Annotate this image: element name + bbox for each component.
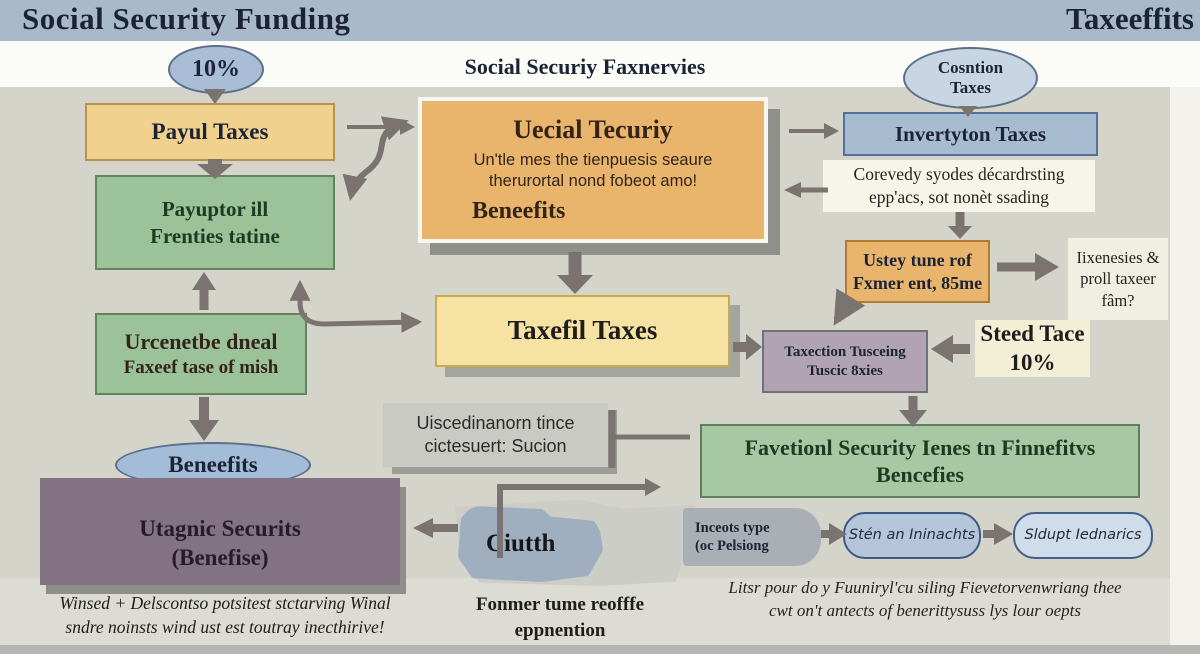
caption-right-line2: cwt on't antects of benerittysuss lys lo… (769, 600, 1081, 620)
sldupt-label: Sldupt Iednarics (1024, 527, 1142, 544)
urcenetbe-line2: Faxeef tase of mish (123, 356, 279, 378)
utagnic-line2: (Benefise) (171, 544, 269, 570)
header-band (0, 0, 1200, 41)
note-uiscedinanorn: Uiscedinanorn tince cictesuert: Sucion (383, 403, 608, 467)
caption-bottom-left: Winsed + Delscontso potsitest stctarving… (10, 592, 440, 639)
corevedy-line1: Corevedy syodes décardrsting (853, 164, 1065, 185)
inceots-line1: Inceots type (695, 519, 770, 536)
node-taxefil-taxes: Taxefil Taxes (435, 295, 730, 367)
header-right-title: Taxeeffits (1066, 1, 1194, 36)
ixenesies-line2: proll taxeer (1080, 269, 1156, 289)
sten-label: Stén an Ininachts (848, 527, 976, 544)
node-invertyton-taxes: Invertyton Taxes (843, 112, 1098, 156)
favetionl-line1: Favetionl Security Ienes tn Finnefitvs (744, 434, 1096, 460)
right-margin-strip (1170, 87, 1200, 645)
corevedy-line2: epp'acs, sot nonèt ssading (868, 187, 1050, 207)
bottom-edge-band (0, 645, 1200, 654)
caption-left-line1: Winsed + Delscontso potsitest stctarving… (59, 593, 391, 613)
favetionl-line2: Bencefies (876, 462, 964, 487)
cosntion-line1: Cosntion (937, 57, 1004, 77)
uisced-line2: cictesuert: Sucion (424, 436, 567, 456)
taxection-line1: Taxection Tusceing (784, 343, 906, 360)
node-urcenetbe: Urcenetbe dneal Faxeef tase of mish (95, 313, 307, 395)
payul-label: Payul Taxes (151, 118, 269, 144)
caption-center-line1: Fonmer tume reofffe (475, 594, 645, 615)
node-favetionl-security: Favetionl Security Ienes tn Finnefitvs B… (700, 424, 1140, 498)
urcenetbe-line1: Urcenetbe dneal (124, 329, 278, 355)
ustey-line1: Ustey tune rof (863, 250, 972, 270)
node-cosntion-taxes-bubble: Cosntion Taxes (903, 47, 1038, 109)
taxefil-label: Taxefil Taxes (507, 315, 658, 346)
payuptor-line2: Frenties tatine (150, 223, 280, 248)
caption-left-line2: sndre noinsts wind ust est toutray inect… (65, 616, 385, 637)
steed-line2: 10% (1009, 349, 1056, 375)
uisced-line1: Uiscedinanorn tince (416, 412, 575, 433)
note-ixenesies: Iixenesies & proll taxeer fâm? (1068, 238, 1168, 320)
ixenesies-line3: fâm? (1101, 290, 1135, 310)
payuptor-line1: Payuptor ill (161, 197, 269, 222)
node-ten-percent-bubble: 10% (168, 45, 264, 94)
caption-right-line1: Litsr pour do y Fuuniryl'cu siling Fieve… (728, 578, 1122, 597)
caption-bottom-right: Litsr pour do y Fuuniryl'cu siling Fieve… (660, 577, 1190, 623)
ixenesies-line1: Iixenesies & (1076, 247, 1160, 267)
uecial-title: Uecial Tecuriy (513, 114, 673, 144)
caption-bottom-center: Fonmer tume reofffe eppnention (430, 592, 690, 643)
node-sten-an-ininachts: Stén an Ininachts (843, 512, 981, 559)
node-ustey: Ustey tune rof Fxmer ent, 85me (845, 240, 990, 303)
node-uecial-tecuriy: Uecial Tecuriy Un'tle mes the tienpuesis… (418, 97, 768, 243)
node-inceots-type: Inceots type (oc Pelsiong (683, 508, 821, 566)
ciuth-label: Ciutth (486, 530, 556, 557)
steed-line1: Steed Tace (980, 320, 1085, 346)
uecial-body2: therurortal nond fobeot amo! (488, 171, 698, 190)
beneefits-label: Beneefits (168, 452, 258, 477)
bottom-caption-zone (0, 578, 1200, 645)
uecial-body1: Un'tle mes the tienpuesis seaure (473, 151, 713, 170)
node-utagnic-securits: Utagnic Securits (Benefise) (40, 478, 400, 585)
caption-center-line2: eppnention (514, 619, 606, 641)
node-payul-taxes: Payul Taxes (85, 103, 335, 161)
invertyton-label: Invertyton Taxes (894, 121, 1047, 146)
inceots-line2: (oc Pelsiong (695, 538, 769, 554)
taxection-line2: Tuscic 8xies (807, 362, 883, 379)
ustey-line2: Fxmer ent, 85me (852, 272, 983, 293)
note-corevedy: Corevedy syodes décardrsting epp'acs, so… (823, 160, 1095, 212)
page-title: Social Security Funding (22, 1, 351, 36)
uecial-footer: Beneefits (472, 198, 566, 225)
node-sldupt-iednarics: Sldupt Iednarics (1013, 512, 1153, 559)
node-taxection: Taxection Tusceing Tuscic 8xies (762, 330, 928, 393)
utagnic-line1: Utagnic Securits (139, 515, 301, 541)
ten-percent-label: 10% (192, 56, 240, 82)
note-steed-tace: Steed Tace 10% (975, 320, 1090, 377)
node-payuptor: Payuptor ill Frenties tatine (95, 175, 335, 270)
diagram-subtitle: Social Securiy Faxnervies (464, 54, 706, 79)
cosntion-line2: Taxes (950, 78, 991, 97)
